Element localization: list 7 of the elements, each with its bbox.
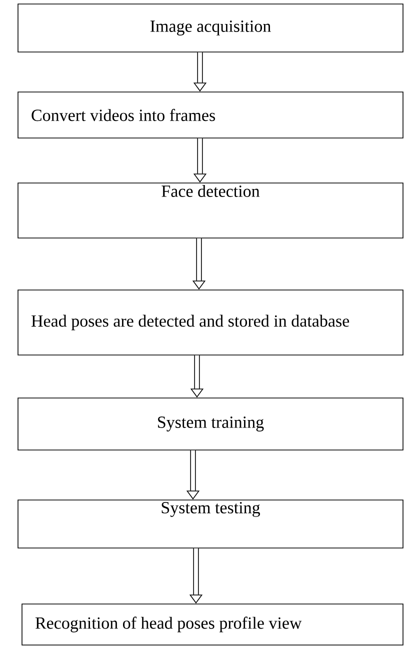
process-box: System training <box>18 398 404 450</box>
process-box: Convert videos into frames <box>18 92 404 138</box>
process-box: Head poses are detected and stored in database <box>18 290 404 356</box>
process-box: Face detection <box>18 182 404 238</box>
process-box: System testing <box>18 500 404 548</box>
process-box: Recognition of head poses profile view <box>22 604 404 646</box>
process-box: Image acquisition <box>18 4 404 52</box>
